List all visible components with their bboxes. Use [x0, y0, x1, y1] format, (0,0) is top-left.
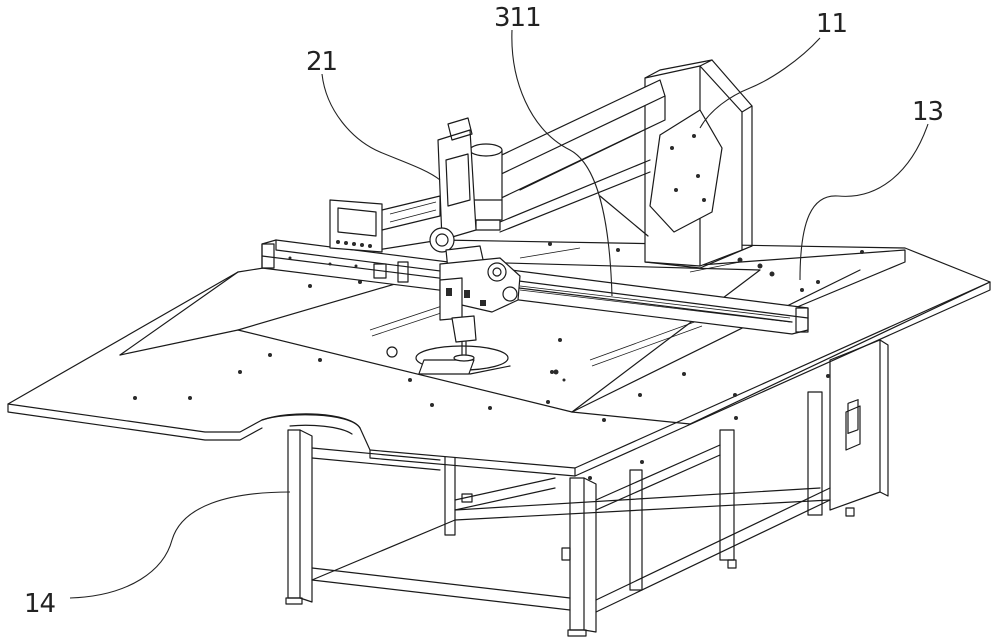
leader-21: [322, 74, 440, 180]
label-14: 14: [24, 589, 56, 619]
frame-arm: [470, 60, 752, 268]
label-11: 11: [816, 9, 847, 39]
label-21: 21: [306, 47, 337, 77]
label-311: 311: [494, 3, 541, 33]
label-13: 13: [912, 97, 943, 127]
leader-14: [70, 492, 290, 598]
